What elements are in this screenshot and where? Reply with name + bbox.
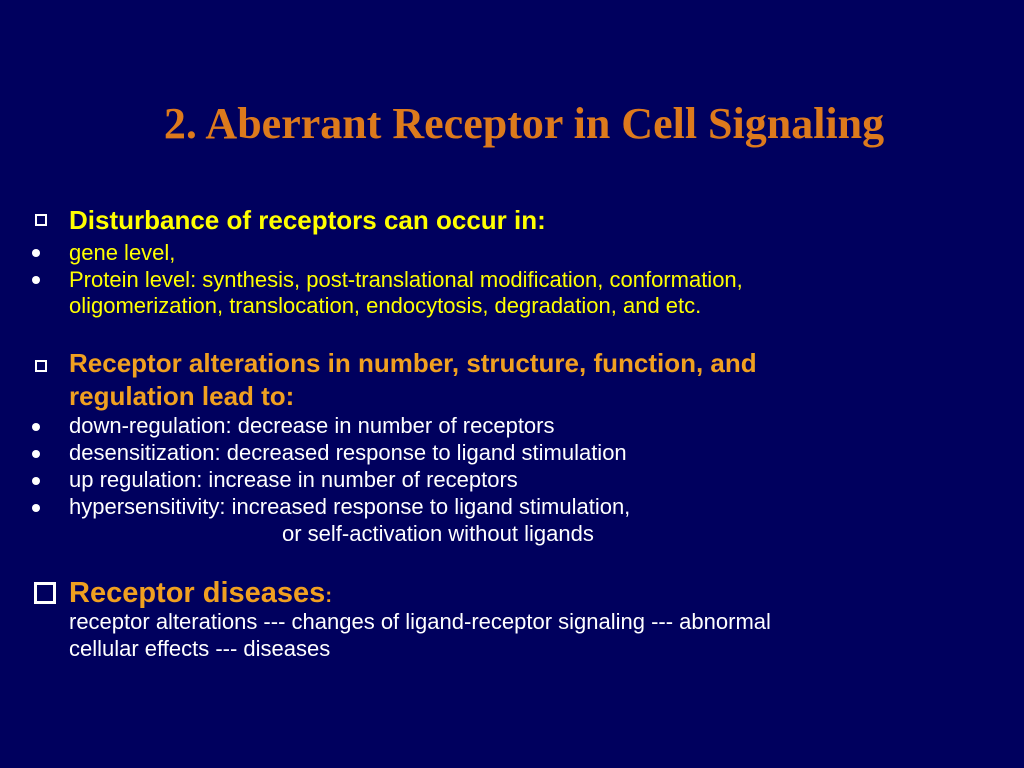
section2-heading-line2: regulation lead to: bbox=[69, 381, 295, 411]
bullet-dot-icon bbox=[32, 276, 40, 284]
bullet-dot-icon bbox=[32, 450, 40, 458]
section2-bullet-1: down-regulation: decrease in number of r… bbox=[69, 413, 555, 438]
bullet-dot-icon bbox=[32, 249, 40, 257]
square-bullet-icon bbox=[35, 214, 47, 226]
bullet-dot-icon bbox=[32, 423, 40, 431]
section1-bullet-2: Protein level: synthesis, post-translati… bbox=[69, 267, 743, 292]
bullet-dot-icon bbox=[32, 504, 40, 512]
section3-heading-text: Receptor diseases bbox=[69, 577, 326, 609]
section2-heading-line1: Receptor alterations in number, structur… bbox=[69, 348, 757, 378]
section3-heading-colon: : bbox=[325, 585, 332, 607]
section1-heading: Disturbance of receptors can occur in: bbox=[69, 205, 546, 235]
section3-body-line1: receptor alterations --- changes of liga… bbox=[69, 609, 771, 634]
section1-bullet-2-cont: oligomerization, translocation, endocyto… bbox=[69, 293, 702, 318]
square-bullet-icon bbox=[34, 582, 56, 604]
section2-bullet-2: desensitization: decreased response to l… bbox=[69, 440, 627, 465]
section3-heading: Receptor diseases: bbox=[69, 577, 332, 612]
section2-bullet-3: up regulation: increase in number of rec… bbox=[69, 467, 518, 492]
section2-bullet-4: hypersensitivity: increased response to … bbox=[69, 494, 631, 519]
section1-bullet-1: gene level, bbox=[69, 240, 176, 265]
section3-body-line2: cellular effects --- diseases bbox=[69, 636, 331, 661]
square-bullet-icon bbox=[35, 360, 47, 372]
bullet-dot-icon bbox=[32, 477, 40, 485]
slide-title: 2. Aberrant Receptor in Cell Signaling bbox=[163, 99, 885, 148]
section2-bullet-4-cont: or self-activation without ligands bbox=[282, 521, 594, 546]
